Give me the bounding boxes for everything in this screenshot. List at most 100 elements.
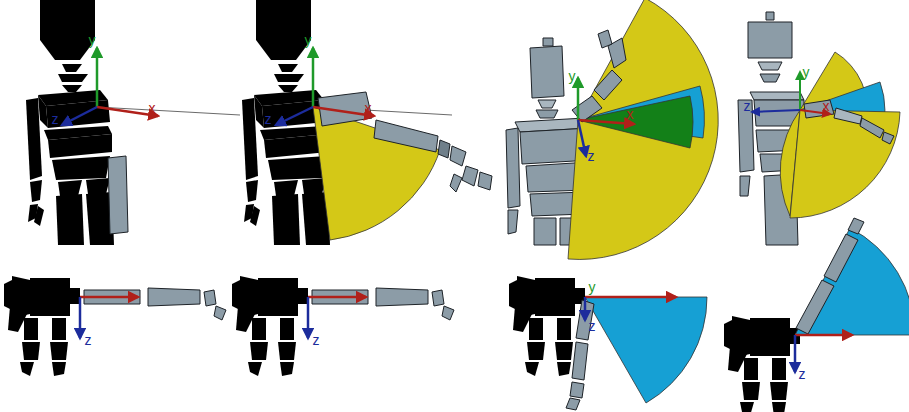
coordinate-axes [62, 107, 97, 125]
coordinate-axes [577, 78, 580, 120]
axis-label: z [799, 367, 806, 381]
coordinate-axes [276, 48, 374, 125]
robot-figure [530, 46, 564, 98]
axis-label: y [589, 280, 596, 294]
coordinate-axes [752, 110, 800, 112]
robot-figure [148, 288, 200, 306]
axis-label: x [149, 101, 156, 115]
robot-figure [506, 128, 520, 208]
robot-figure [538, 100, 556, 108]
coordinate-axes [308, 297, 366, 338]
robot-figure [232, 276, 454, 376]
robot-arm [882, 132, 894, 144]
coordinate-axes [578, 120, 634, 124]
axis-label: z [313, 333, 320, 347]
robot-arm [824, 234, 858, 282]
coordinate-axes [795, 334, 852, 337]
coordinate-axes [80, 297, 138, 338]
coordinate-axes [307, 297, 310, 338]
robot-figure [724, 316, 800, 412]
robot-figure [232, 276, 308, 376]
axis-label: z [588, 149, 595, 163]
robot-arm [594, 70, 622, 100]
robot-figure [26, 0, 128, 245]
robot-figure [760, 74, 780, 82]
robot-figure [214, 306, 226, 320]
coordinate-axes [79, 297, 82, 338]
coordinate-axes [794, 335, 797, 372]
coordinate-axes [578, 78, 634, 156]
coordinate-axes [80, 296, 138, 299]
robot-arm [572, 342, 588, 380]
robot-arm [848, 218, 864, 234]
robot-figure [738, 100, 754, 172]
robot-figure [108, 156, 128, 234]
robot-arm [318, 92, 492, 192]
robot-figure [750, 92, 804, 100]
guide-line [97, 107, 240, 115]
coordinate-axes [62, 48, 158, 125]
axis-label: z [744, 99, 751, 113]
range-sector [585, 297, 707, 403]
coordinate-axes [276, 107, 313, 125]
coordinate-axes [585, 296, 676, 299]
robot-arm [450, 146, 466, 166]
robot-arm [572, 30, 626, 122]
robot-figure [534, 218, 556, 245]
robot-figure [432, 290, 444, 306]
robot-arm [566, 300, 594, 410]
robot-arm [598, 30, 612, 48]
axis-label: y [305, 33, 312, 47]
robot-figure [766, 12, 774, 20]
robot-figure [4, 276, 226, 376]
coordinate-axes [96, 48, 99, 107]
coordinate-axes [578, 120, 586, 156]
axis-label: y [89, 33, 96, 47]
robot-arm [438, 140, 450, 158]
axis-label: z [52, 112, 59, 126]
robot-figure [376, 288, 428, 306]
coordinate-axes [312, 48, 315, 107]
robot-figure [442, 306, 454, 320]
robot-arm [572, 96, 602, 122]
robot-figure [740, 176, 750, 196]
robot-arm [834, 108, 862, 124]
axis-label: z [589, 319, 596, 333]
robot-arm [860, 118, 884, 138]
robot-figure [748, 22, 792, 58]
robot-figure [724, 316, 800, 412]
robot-figure [508, 210, 518, 234]
robot-arm [450, 174, 462, 192]
robot-arm [804, 100, 834, 118]
robot-arm [566, 398, 580, 410]
coordinate-axes [752, 72, 830, 114]
axis-label: x [365, 101, 372, 115]
axis-label: z [85, 333, 92, 347]
robot-arm [462, 166, 478, 186]
range-sector [313, 107, 440, 240]
coordinate-axes [799, 72, 801, 110]
robot-figure [26, 0, 114, 245]
coordinate-axes [585, 297, 676, 320]
robot-arm [796, 218, 864, 334]
coordinate-axes [308, 296, 366, 299]
robot-figure [758, 62, 782, 70]
axis-label: x [823, 99, 830, 113]
robot-figure [4, 276, 80, 376]
axis-label: y [803, 65, 810, 79]
robot-arm [570, 382, 584, 398]
range-sector [790, 110, 900, 218]
robot-figure [536, 110, 558, 118]
robot-figure [204, 290, 216, 306]
axis-label: y [569, 69, 576, 83]
robot-arm [804, 100, 894, 144]
robot-arm [796, 280, 834, 334]
axis-label: x [627, 107, 634, 121]
range-sector [795, 228, 909, 335]
robot-figure [543, 38, 553, 46]
robot-arm [374, 120, 438, 152]
coordinate-axes [584, 297, 587, 320]
